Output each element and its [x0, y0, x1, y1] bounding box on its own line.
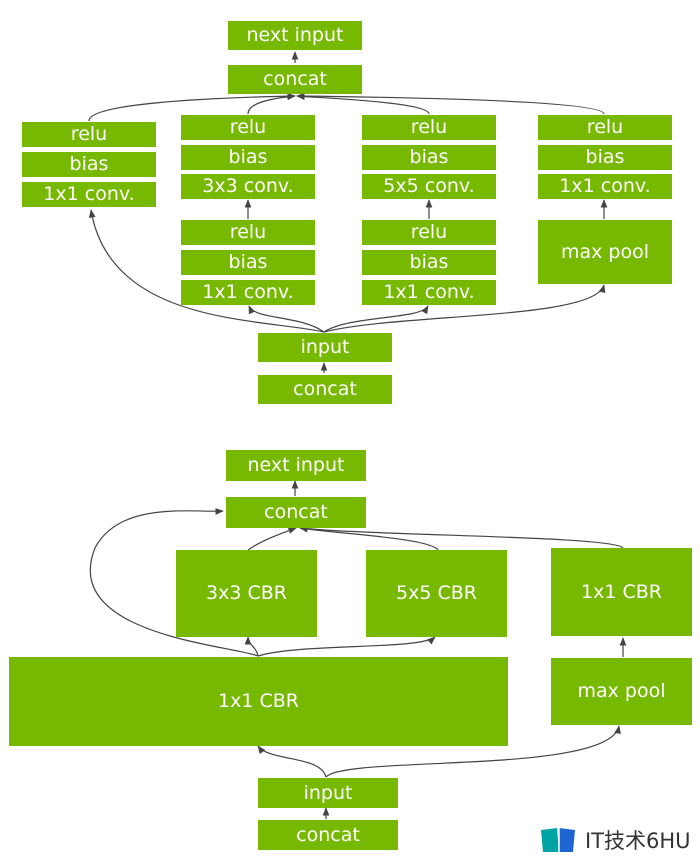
branch2-conv-top-box: 3x3 conv. [181, 174, 315, 199]
concat-input-box-2: concat [258, 820, 398, 850]
edge-input-to-pool-2 [325, 725, 621, 778]
edge-branch2-to-concat [247, 93, 296, 115]
edge-input-to-branch1 [88, 209, 325, 333]
input-box-2: input [258, 778, 398, 808]
edge-branch1-to-concat [88, 92, 296, 122]
concat-input-box: concat [258, 375, 392, 404]
branch3-conv-bottom-box: 1x1 conv. [362, 280, 496, 305]
branch4-conv-box: 1x1 conv. [538, 174, 672, 199]
concat-output-box-2: concat [226, 497, 366, 528]
edge-wide-to-5x5 [257, 636, 436, 657]
branch2-relu-top-box: relu [181, 115, 315, 140]
branch4-bias-box: bias [538, 145, 672, 170]
book-logo-icon [541, 828, 575, 852]
edge-branch3-to-concat [296, 93, 430, 115]
branch2-bias-top-box: bias [181, 145, 315, 170]
edge-3x3-to-concat [247, 527, 297, 551]
cbr-1x1-wide-box: 1x1 CBR [9, 657, 508, 746]
edge-5x5-to-concat [299, 525, 439, 551]
concat-output-box: concat [228, 65, 362, 94]
branch1-relu-box: relu [22, 122, 156, 147]
branch1-bias-box: bias [22, 152, 156, 177]
edge-1x1right-to-concat [299, 525, 624, 549]
edge-input-to-pool [323, 284, 606, 333]
branch2-conv-bottom-box: 1x1 conv. [181, 280, 315, 305]
cbr-5x5-box: 5x5 CBR [366, 550, 507, 637]
branch3-conv-top-box: 5x5 conv. [362, 174, 496, 199]
branch4-relu-box: relu [538, 115, 672, 140]
input-box: input [258, 333, 392, 362]
branch3-relu-top-box: relu [362, 115, 496, 140]
branch4-maxpool-box: max pool [538, 220, 672, 284]
branch3-bias-top-box: bias [362, 145, 496, 170]
watermark-text: IT技术6HU [585, 829, 691, 853]
cbr-3x3-box: 3x3 CBR [176, 550, 317, 637]
edge-input-to-branch2 [248, 305, 325, 333]
branch1-conv-box: 1x1 conv. [22, 182, 156, 207]
cbr-1x1-right-box: 1x1 CBR [551, 548, 692, 636]
watermark: IT技术6HU [539, 822, 700, 858]
edge-input-to-wide [257, 745, 327, 778]
edge-input-to-branch3 [323, 305, 429, 333]
edge-wide-to-3x3 [244, 636, 259, 657]
maxpool-box-2: max pool [551, 658, 692, 725]
next-input-box: next input [228, 21, 362, 50]
edge-wide-to-concat [89, 508, 259, 657]
branch2-bias-bottom-box: bias [181, 250, 315, 275]
branch3-relu-bottom-box: relu [362, 220, 496, 245]
next-input-box-2: next input [226, 450, 366, 481]
branch3-bias-bottom-box: bias [362, 250, 496, 275]
branch2-relu-bottom-box: relu [181, 220, 315, 245]
edge-branch4-to-concat [296, 92, 605, 115]
